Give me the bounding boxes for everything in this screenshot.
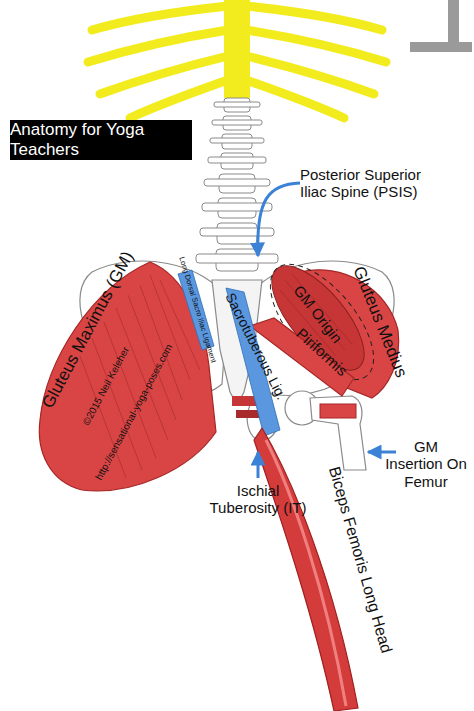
- vertebra-process: [208, 157, 266, 163]
- femur: [310, 396, 366, 470]
- stand-base: [410, 42, 472, 52]
- vertebra-process: [212, 120, 262, 125]
- nerve: [92, 6, 228, 30]
- gm-insertion: [320, 404, 356, 418]
- spinal-cord: [224, 0, 250, 98]
- vertebra-process: [196, 254, 278, 263]
- vertebral-column: [196, 98, 278, 271]
- leader-arrow: [258, 183, 300, 256]
- leader-arrow: [257, 452, 260, 478]
- landmark-label: Posterior Superior Iliac Spine (PSIS): [300, 166, 450, 201]
- vertebra-process: [214, 102, 260, 107]
- title-text: Anatomy for Yoga Teachers: [10, 120, 192, 160]
- muscle-label: Biceps Femoris Long Head: [325, 465, 396, 656]
- landmark-label: Ischial Tuberosity (IT): [208, 482, 308, 517]
- ligament-label: Long Dorsal Sacro Iliac Ligament: [177, 256, 218, 364]
- landmark-label: GM Insertion On Femur: [384, 438, 468, 490]
- nerve: [246, 6, 382, 30]
- vertebra-process: [200, 228, 274, 236]
- nerve: [130, 80, 228, 118]
- nerve: [246, 80, 344, 118]
- muscle-label: Gluteus Maximus (GM): [38, 248, 137, 411]
- vertebra-process: [210, 138, 264, 143]
- stand-post: [448, 0, 459, 44]
- vertebra-process: [204, 179, 270, 186]
- leader-arrow: [368, 451, 396, 454]
- watermark: http://sensational-yoga-poses.com: [93, 342, 175, 482]
- hip-rotator: [236, 410, 260, 418]
- watermark: ©2015 Neil Keleher: [81, 345, 132, 427]
- muscle-label: Gluteus Medius: [349, 264, 411, 381]
- title-banner: Anatomy for Yoga Teachers: [10, 120, 192, 160]
- ligament-label: Sacrotuberous Lig.: [222, 290, 290, 402]
